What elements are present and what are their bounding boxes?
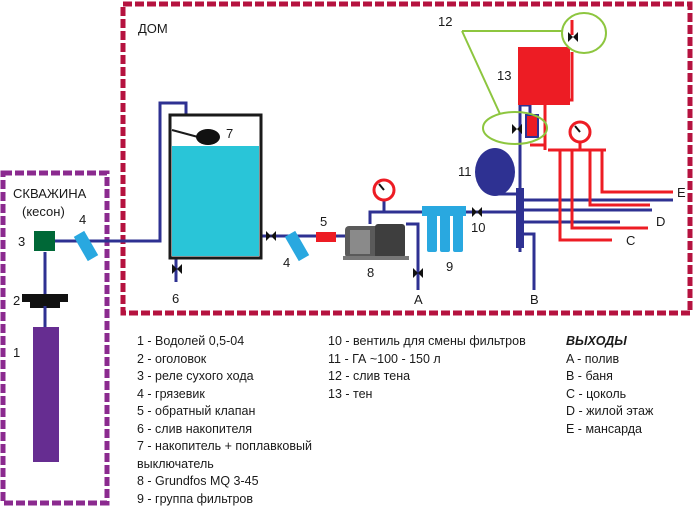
label-n13: 13 [497,68,511,83]
legend-item: 10 - вентиль для смены фильтров [328,334,526,348]
legend-item: 13 - тен [328,386,373,401]
label-well-2: (кесон) [22,204,65,219]
water-heater [518,47,570,105]
label-n12: 12 [438,14,452,29]
legend-item: 11 - ГА ~100 - 150 л [328,351,441,366]
strainer-1 [73,230,99,262]
dry-run-relay [34,231,55,251]
valve-12a [568,32,578,42]
drain-highlights [461,12,607,145]
label-n5: 5 [320,214,327,229]
label-out-c: C [626,233,635,248]
label-out-b: B [530,292,539,307]
label-n2: 2 [13,293,20,308]
label-n7: 7 [226,126,233,141]
legend-item: A - полив [566,351,620,366]
legend-item: 8 - Grundfos MQ 3-45 [137,474,259,488]
valve-a [413,268,423,278]
manifold [516,188,524,248]
label-out-e: E [677,185,686,200]
float-switch [196,129,220,145]
float-arm [171,129,199,138]
label-n1: 1 [13,345,20,360]
legend-title: ВЫХОДЫ [566,334,627,348]
legend-item: 1 - Водолей 0,5-04 [137,334,245,348]
legend-item: 4 - грязевик [137,386,205,401]
well-head [22,294,68,302]
legend-item: 6 - слив накопителя [137,421,253,436]
accumulator [475,148,515,196]
check-valve [316,232,336,242]
legend-item: 3 - реле сухого хода [137,369,254,383]
legend-column-2: 10 - вентиль для смены фильтров 11 - ГА … [328,333,526,403]
well-border [0,170,110,506]
legend-column-1: 1 - Водолей 0,5-04 2 - оголовок 3 - реле… [137,333,327,508]
valve-tank-drain [172,264,182,274]
label-out-d: D [656,214,665,229]
label-n9: 9 [446,259,453,274]
label-n3: 3 [18,234,25,249]
legend-item: B - баня [566,369,613,383]
valve-12b [512,124,522,134]
valve-tank-outlet [266,231,276,241]
house-border [120,1,693,316]
legend-item: 2 - оголовок [137,351,207,366]
legend-item: D - жилой этаж [566,404,654,418]
legend-item: 12 - слив тена [328,369,411,383]
surface-pump [343,224,409,260]
label-n10: 10 [471,220,485,235]
legend-column-3: ВЫХОДЫ A - полив B - баня C - цоколь D -… [566,333,653,438]
legend-item: 7 - накопитель + поплавковый выключатель [137,439,312,471]
well-pump [33,327,59,462]
label-n6: 6 [172,291,179,306]
valve-10 [472,207,482,217]
label-n11: 11 [458,164,472,179]
heater-drain-valve [525,114,539,138]
label-n4b: 4 [283,255,290,270]
valves [172,32,578,278]
well-head-base [30,300,60,308]
label-out-a: A [414,292,423,307]
manometers [372,120,592,202]
tank-water [172,146,259,256]
label-house: ДОМ [138,21,168,36]
legend-item: 9 - группа фильтров [137,491,254,506]
strainer-2 [284,230,310,262]
filter-group [422,206,466,252]
label-n8: 8 [367,265,374,280]
legend-item: 5 - обратный клапан [137,404,256,418]
label-n4a: 4 [79,212,86,227]
label-well-1: СКВАЖИНА [13,186,87,201]
legend-item: C - цоколь [566,386,627,401]
legend-item: E - мансарда [566,421,643,436]
